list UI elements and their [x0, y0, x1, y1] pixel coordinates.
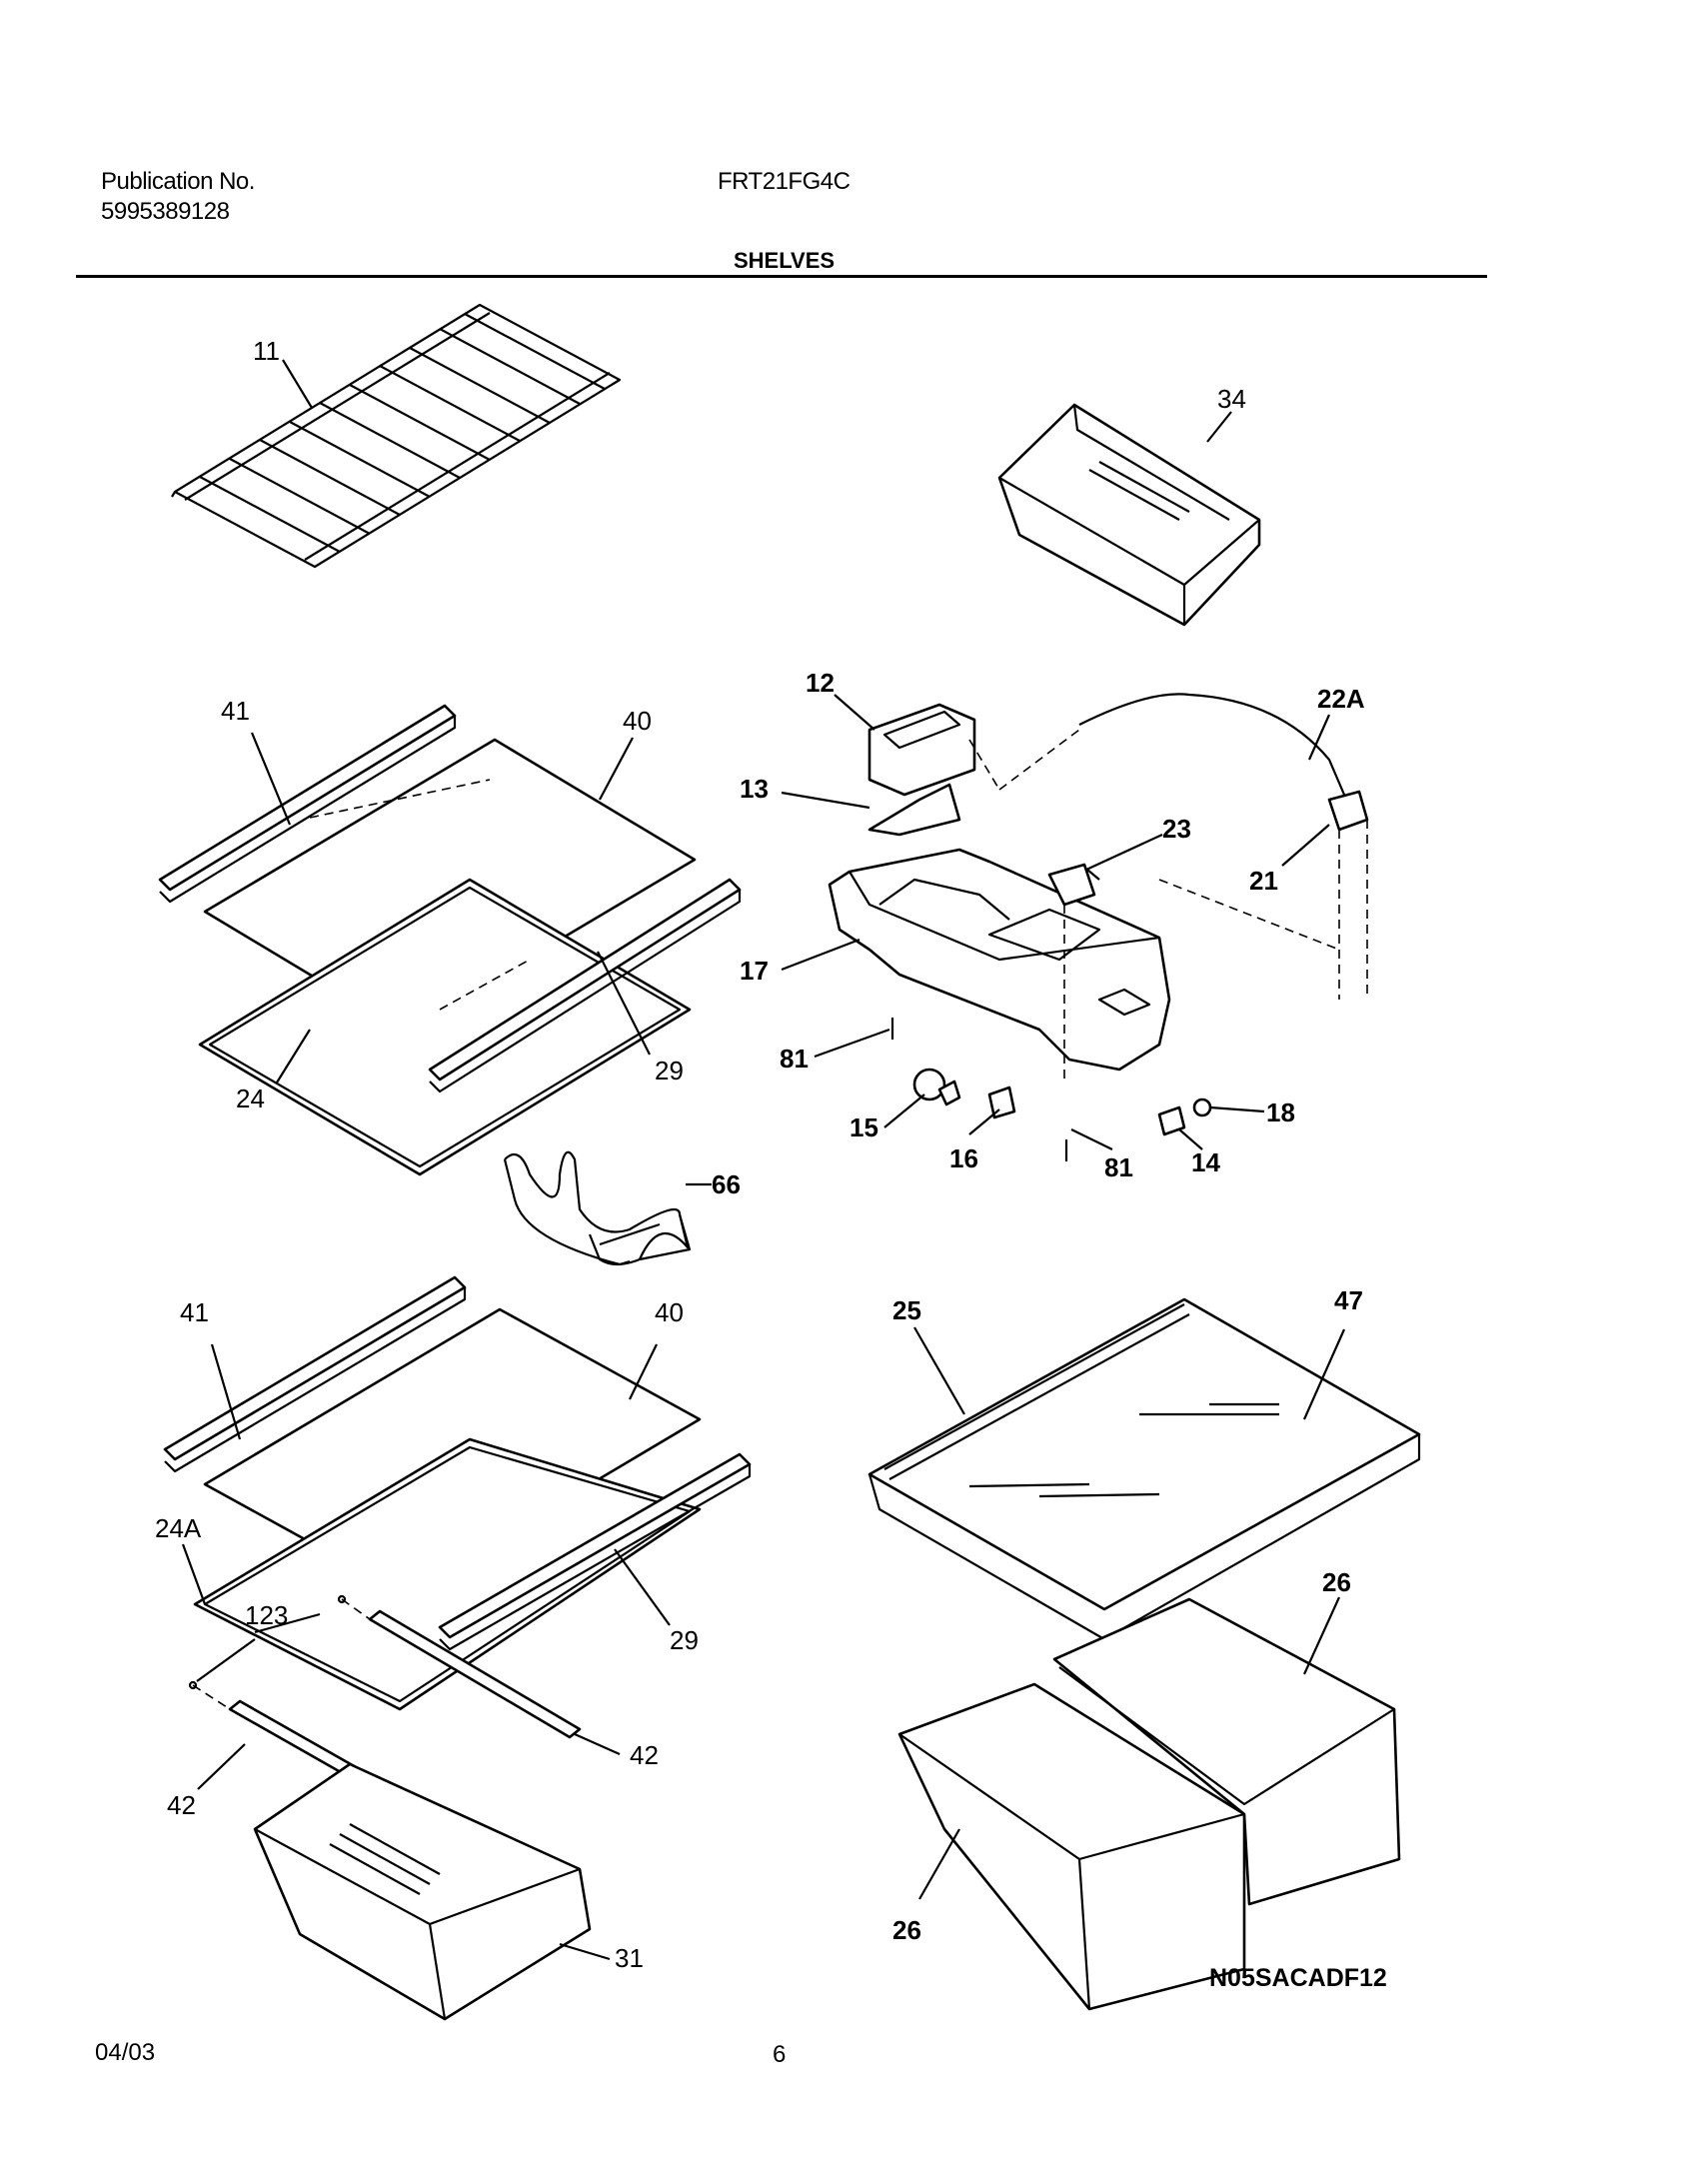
- label-13: 13: [740, 774, 769, 804]
- label-24: 24: [236, 1084, 265, 1113]
- publication-number: 5995389128: [101, 198, 230, 225]
- upper-glass-shelf-assembly: [158, 704, 742, 1176]
- leader-lines: [181, 359, 1346, 1961]
- label-11: 11: [253, 336, 280, 366]
- label-40-upper: 40: [623, 706, 652, 736]
- label-40-lower: 40: [655, 1297, 684, 1327]
- label-81-left: 81: [780, 1044, 809, 1074]
- label-26-right: 26: [1322, 1567, 1351, 1597]
- label-66: 66: [712, 1169, 741, 1199]
- label-15: 15: [850, 1112, 878, 1142]
- label-12: 12: [806, 668, 835, 698]
- label-22a: 22A: [1317, 684, 1365, 714]
- label-23: 23: [1162, 814, 1191, 844]
- label-34: 34: [1217, 384, 1246, 414]
- diagram-code: N05SACADF12: [1209, 1964, 1387, 1992]
- drawer-31: [253, 1762, 592, 2021]
- label-29-lower: 29: [670, 1625, 699, 1655]
- crisper-bin-34: [997, 403, 1261, 627]
- label-42-left: 42: [167, 1790, 196, 1820]
- label-18: 18: [1266, 1097, 1295, 1127]
- label-26-left: 26: [892, 1915, 921, 1945]
- publication-label: Publication No.: [101, 168, 255, 195]
- crisper-cover: [867, 1297, 1421, 1641]
- label-29-upper: 29: [655, 1056, 684, 1086]
- footer-date: 04/03: [95, 2039, 156, 2066]
- control-housing-assembly: [828, 693, 1369, 1161]
- label-41-upper: 41: [221, 696, 250, 726]
- wire-shelf-part: [171, 303, 622, 569]
- lower-glass-shelf-assembly: [163, 1275, 752, 1819]
- label-16: 16: [949, 1143, 978, 1173]
- footer-page-number: 6: [773, 2041, 787, 2068]
- label-47: 47: [1334, 1285, 1363, 1315]
- label-25: 25: [892, 1295, 921, 1325]
- label-24a: 24A: [155, 1513, 202, 1543]
- label-31: 31: [615, 1943, 644, 1973]
- label-81-right: 81: [1104, 1152, 1133, 1182]
- label-14: 14: [1191, 1147, 1220, 1177]
- label-123: 123: [245, 1600, 288, 1630]
- crisper-drawers-26: [897, 1597, 1401, 2011]
- label-42-right: 42: [630, 1740, 659, 1770]
- section-title: SHELVES: [734, 248, 836, 273]
- label-21: 21: [1249, 866, 1278, 896]
- model-number: FRT21FG4C: [718, 168, 851, 195]
- label-41-lower: 41: [180, 1297, 209, 1327]
- label-17: 17: [740, 956, 769, 986]
- header-rule: [76, 275, 1487, 278]
- part-labels: 11 34 41 40 29 24 66 12 22A 13 23 21 17 …: [155, 336, 1365, 1973]
- wire-rack-66: [503, 1150, 692, 1266]
